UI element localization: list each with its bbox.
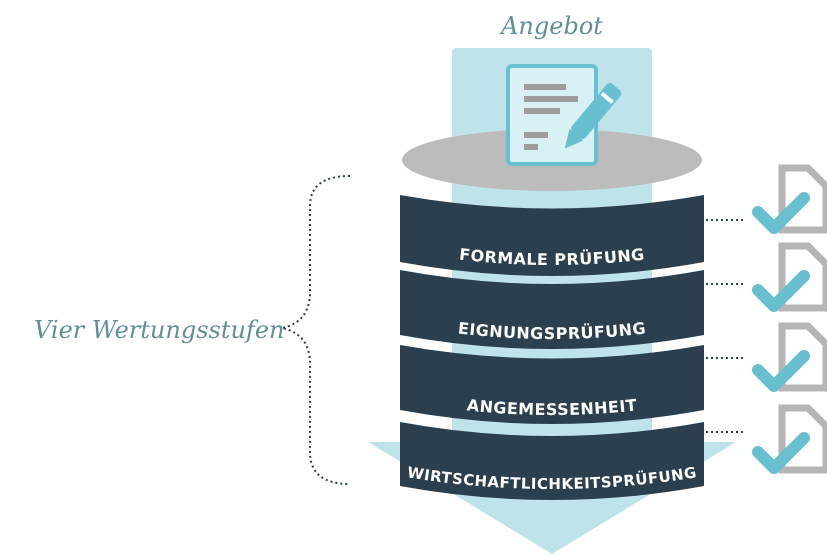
- title-label: Angebot: [499, 12, 603, 40]
- stage-band-4: [400, 422, 704, 500]
- document-check-icon: [752, 164, 827, 234]
- left-brace: [281, 175, 351, 485]
- stage-band-1: [400, 195, 704, 276]
- svg-text:ANGEMESSENHEIT: ANGEMESSENHEIT: [466, 395, 638, 419]
- stage-label-3: ANGEMESSENHEIT: [466, 395, 638, 419]
- brace-label: Vier Wertungsstufen: [34, 316, 284, 344]
- document-check-icon: [752, 242, 827, 312]
- document-check-icon: [752, 404, 827, 474]
- stage-band-2: [400, 270, 704, 349]
- document-check-icon: [752, 322, 827, 392]
- stage-band-3: [400, 345, 704, 424]
- document-pen-icon: [506, 64, 622, 166]
